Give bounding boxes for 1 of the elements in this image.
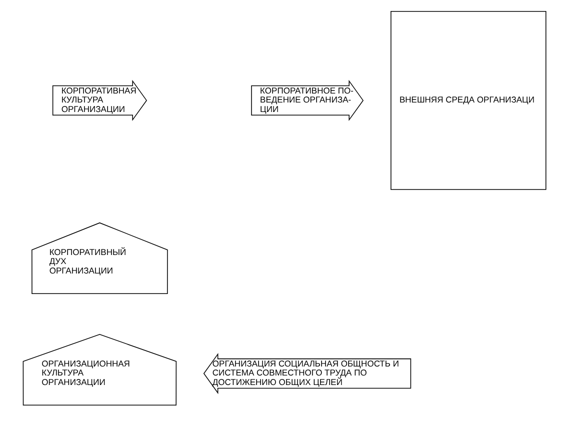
node-box: ВНЕШНЯЯ СРЕДА ОРГАНИЗАЦИ <box>390 10 546 190</box>
